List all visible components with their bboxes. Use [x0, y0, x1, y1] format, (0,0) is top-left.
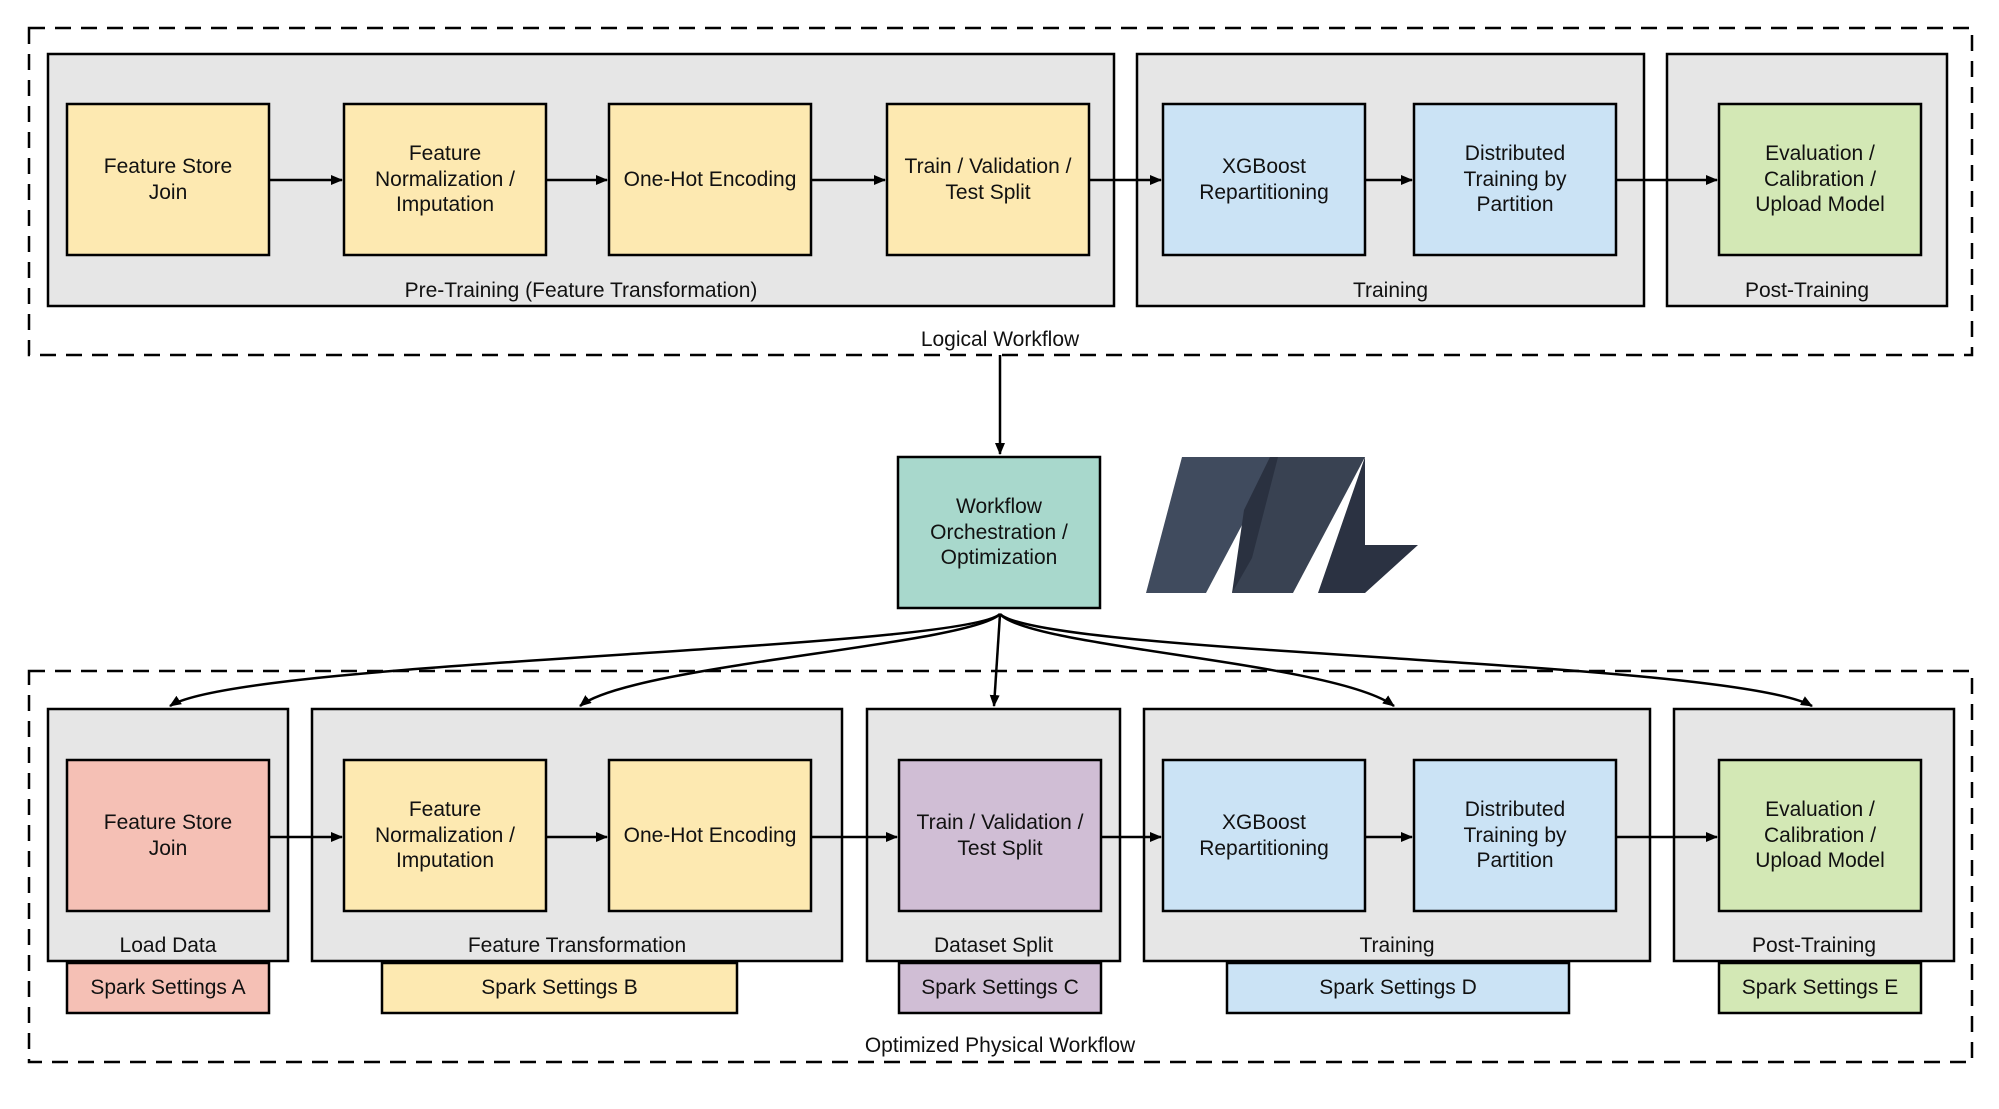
label-evaluation-logical: Evaluation / Calibration / Upload Model — [1755, 142, 1885, 217]
spark-settings-a-label: Spark Settings A — [90, 976, 246, 1000]
logical-workflow-region — [27, 26, 1974, 357]
spark-settings-e-label: Spark Settings E — [1741, 976, 1899, 1000]
group-label-feature-transformation: Feature Transformation — [467, 934, 687, 958]
label-xgboost-logical: XGBoost Repartitioning — [1199, 154, 1329, 204]
group-label-posttraining-logical: Post-Training — [1744, 279, 1870, 303]
group-label-training-logical: Training — [1352, 279, 1429, 303]
spark-settings-d — [1225, 961, 1571, 1015]
spark-settings-b-label: Spark Settings B — [481, 976, 638, 1000]
box-distributed-physical — [1412, 758, 1618, 913]
physical-workflow-region — [27, 669, 1974, 1064]
label-normalization-physical: Feature Normalization / Imputation — [374, 798, 516, 873]
box-evaluation-physical — [1717, 758, 1923, 913]
box-one-hot-physical — [607, 758, 813, 913]
label-distributed-logical: Distributed Training by Partition — [1463, 142, 1567, 217]
group-label-load-data: Load Data — [119, 934, 217, 958]
logical-workflow-title-wrap: Logical Workflow — [850, 324, 1150, 356]
spark-settings-a — [65, 961, 271, 1015]
physical-workflow-title: Optimized Physical Workflow — [858, 1033, 1142, 1059]
group-label-pretraining: Pre-Training (Feature Transformation) — [404, 279, 758, 303]
label-one-hot-physical: One-Hot Encoding — [623, 823, 797, 847]
physical-workflow-title-wrap: Optimized Physical Workflow — [800, 1030, 1200, 1062]
spark-settings-b — [380, 961, 739, 1015]
label-split-logical: Train / Validation / Test Split — [904, 154, 1072, 204]
spark-settings-c-label: Spark Settings C — [921, 976, 1079, 1000]
box-normalization-physical — [342, 758, 548, 913]
box-xgboost-physical — [1161, 758, 1367, 913]
box-one-hot-logical — [607, 102, 813, 257]
logical-workflow-title: Logical Workflow — [914, 327, 1086, 353]
group-label-posttraining-physical: Post-Training — [1751, 934, 1877, 958]
group-label-training-physical: Training — [1359, 934, 1435, 958]
box-distributed-logical — [1412, 102, 1618, 257]
label-distributed-physical: Distributed Training by Partition — [1463, 798, 1567, 873]
label-xgboost-physical: XGBoost Repartitioning — [1199, 810, 1329, 860]
box-feature-store-join-physical — [65, 758, 271, 913]
label-feature-store-join-logical: Feature Store Join — [103, 154, 233, 204]
box-split-physical — [897, 758, 1103, 913]
label-split-physical: Train / Validation / Test Split — [916, 810, 1084, 860]
orchestration-fanout-arrows — [169, 613, 1813, 708]
label-feature-store-join-physical: Feature Store Join — [103, 810, 233, 860]
box-evaluation-logical — [1717, 102, 1923, 257]
group-label-dataset-split: Dataset Split — [933, 934, 1054, 958]
box-orchestration — [896, 455, 1102, 610]
label-one-hot-logical: One-Hot Encoding — [623, 167, 797, 191]
label-orchestration: Workflow Orchestration / Optimization — [930, 495, 1068, 570]
label-normalization-logical: Feature Normalization / Imputation — [374, 142, 516, 217]
spark-settings-d-label: Spark Settings D — [1319, 976, 1477, 1000]
spark-settings-c — [897, 961, 1103, 1015]
logical-arrows — [269, 175, 1718, 455]
label-evaluation-physical: Evaluation / Calibration / Upload Model — [1755, 798, 1885, 873]
spark-settings-e — [1717, 961, 1923, 1015]
michelangelo-logo-icon — [1146, 457, 1418, 593]
